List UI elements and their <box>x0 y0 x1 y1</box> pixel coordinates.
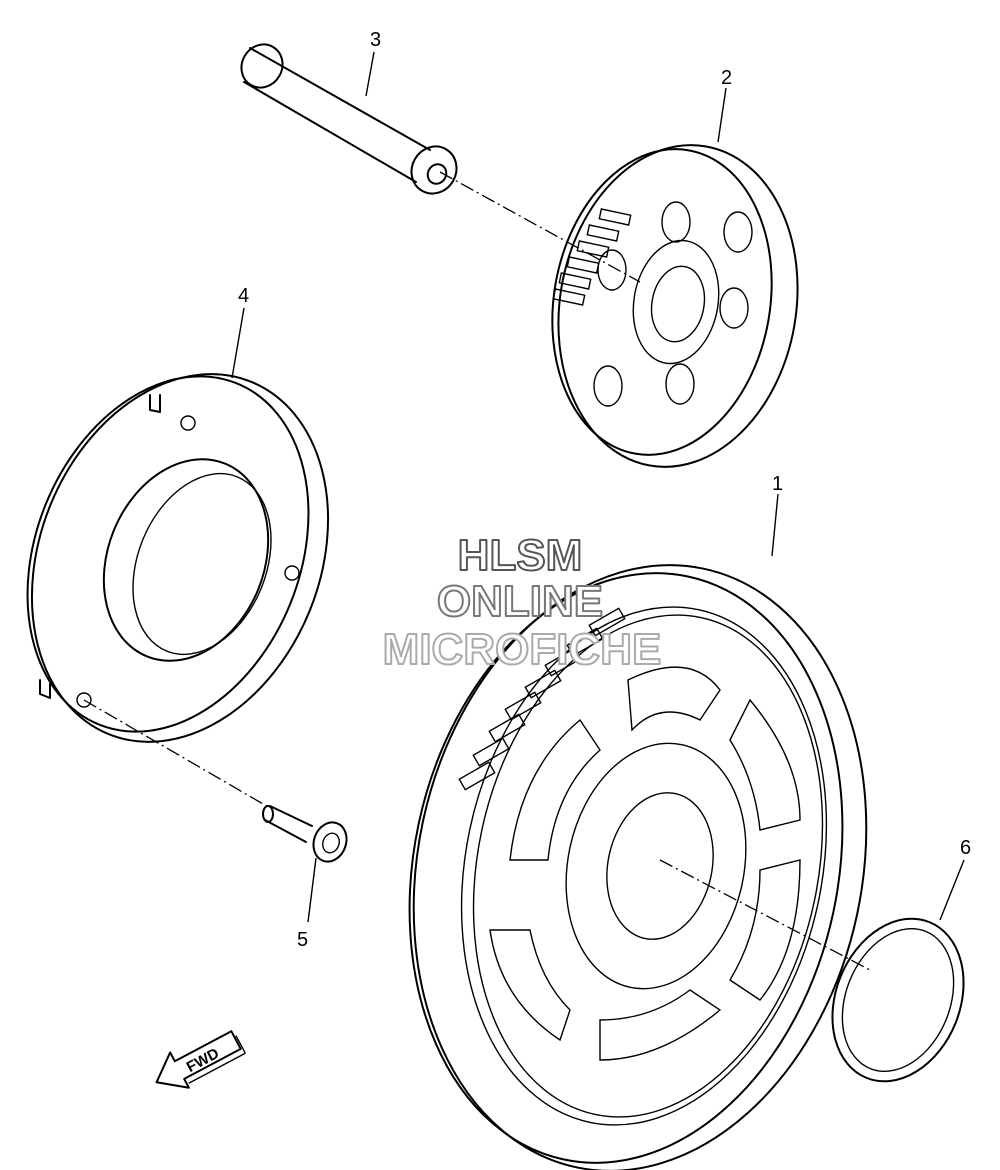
part-6-washer <box>831 917 965 1083</box>
watermark-line-3: MICROFICHE <box>383 625 662 674</box>
callout-5: 5 <box>297 929 308 951</box>
leader-lines <box>231 51 965 923</box>
callout-2: 2 <box>721 67 732 89</box>
part-5-bolt <box>262 805 348 863</box>
callout-6: 6 <box>960 837 971 859</box>
watermark-line-1: HLSM <box>458 531 583 580</box>
part-1-wheel <box>408 564 868 1170</box>
fwd-arrow-icon: FWD <box>155 1030 246 1089</box>
watermark: HLSM ONLINE MICROFICHE <box>382 530 663 675</box>
center-lines <box>83 171 871 971</box>
part-4-clutch <box>26 373 330 743</box>
part-3-shaft <box>240 43 458 195</box>
part-2-gear <box>551 144 799 468</box>
callout-1: 1 <box>772 473 783 495</box>
fwd-label: FWD <box>184 1045 222 1076</box>
callout-3: 3 <box>370 29 381 51</box>
callout-4: 4 <box>238 285 249 307</box>
watermark-line-2: ONLINE <box>437 577 603 626</box>
